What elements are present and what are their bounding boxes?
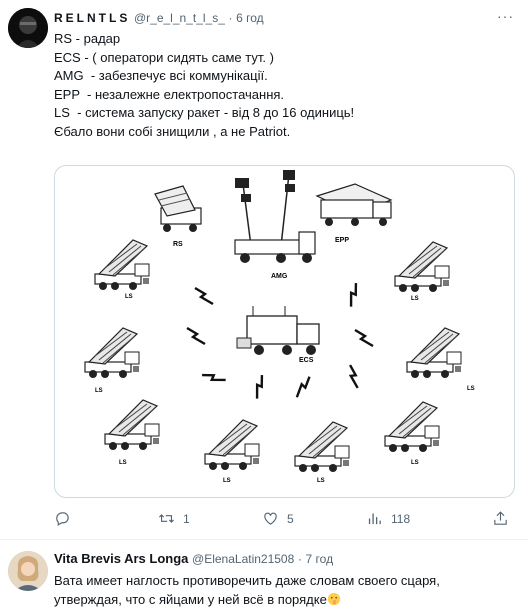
avatar-image (8, 8, 48, 48)
reply-line-2: утверждая, что с яйцами у ней всё в поря… (54, 590, 514, 609)
tweet-line: RS - радар (54, 31, 121, 46)
tweet-line: LS - система запуску ракет - від 8 до 16… (54, 105, 355, 120)
reply-line-text: утверждая, что с яйцами у ней всё в поря… (54, 592, 327, 607)
avatar-image (8, 551, 48, 591)
launcher-drawings: LS LS LS LS LS LS LS LS (84, 239, 475, 484)
ls-label: LS (411, 460, 419, 466)
views-count: 118 (391, 511, 411, 526)
author-avatar[interactable] (8, 8, 48, 48)
separator-dot: · (228, 11, 233, 25)
like-count: 5 (287, 511, 294, 526)
reply-icon (56, 512, 69, 526)
tweet-text: RS - радар ECS - ( оператори сидять саме… (54, 30, 514, 141)
ls-label: LS (317, 478, 325, 484)
author-handle[interactable]: @r_e_l_n_t_l_s_ (133, 11, 225, 25)
retweet-count: 1 (183, 511, 190, 526)
reply-line: Вата имеет наглость противоречить даже с… (54, 573, 440, 588)
share-icon (494, 511, 507, 525)
ecs-drawing: ECS (236, 306, 320, 364)
retweet-icon (159, 514, 174, 523)
shushing-face-emoji-icon (327, 592, 340, 606)
tweet-line: Єбало вони собі знищили , а не Patriot. (54, 123, 291, 139)
tweet-header: RELNTLS @r_e_l_n_t_l_s_ · 6 год (54, 10, 264, 25)
epp-label: EPP (335, 237, 349, 244)
tweet-image[interactable]: RS AMG (54, 165, 515, 498)
amg-label: AMG (271, 273, 288, 280)
ls-label: LS (95, 388, 103, 394)
reply-tweet[interactable]: Vita Brevis Ars Longa @ElenaLatin21508 ·… (0, 541, 528, 615)
rs-label: RS (173, 241, 183, 248)
epp-drawing: EPP (315, 183, 393, 244)
patriot-system-diagram: RS AMG (84, 170, 475, 484)
ls-label: LS (467, 386, 475, 392)
ls-label: LS (119, 460, 127, 466)
reply-header: Vita Brevis Ars Longa @ElenaLatin21508 ·… (54, 551, 333, 566)
ls-label: LS (125, 294, 133, 300)
ls-label: LS (411, 296, 419, 302)
share-button[interactable] (492, 510, 509, 527)
tweet-line: ECS - ( оператори сидять саме тут. ) (54, 49, 274, 65)
amg-drawing: AMG (234, 170, 316, 280)
reply-text: Вата имеет наглость противоречить даже с… (54, 571, 514, 609)
tweet-actions: 1 5 118 (54, 510, 514, 532)
tweet[interactable]: RELNTLS @r_e_l_n_t_l_s_ · 6 год ··· RS -… (0, 0, 528, 540)
reply-author-name[interactable]: Vita Brevis Ars Longa (54, 551, 189, 566)
views-button[interactable]: 118 (366, 510, 410, 527)
reply-time[interactable]: 7 год (305, 552, 334, 566)
separator-dot: · (297, 552, 302, 566)
reply-author-handle[interactable]: @ElenaLatin21508 (192, 552, 295, 566)
rs-radar-drawing: RS (154, 185, 202, 248)
tweet-line: EPP - незалежне електропостачання. (54, 86, 285, 102)
reply-author-avatar[interactable] (8, 551, 48, 591)
tweet-line: AMG - забезпечує всі коммунікації. (54, 68, 268, 83)
views-chart-icon (368, 513, 381, 525)
author-name[interactable]: RELNTLS (54, 11, 131, 25)
retweet-button[interactable]: 1 (158, 510, 190, 527)
ecs-label: ECS (299, 357, 314, 364)
reply-button[interactable] (54, 510, 79, 527)
heart-icon (264, 512, 277, 525)
like-button[interactable]: 5 (262, 510, 294, 527)
tweet-time[interactable]: 6 год (236, 11, 264, 25)
ls-label: LS (223, 478, 231, 484)
more-options-icon[interactable]: ··· (497, 8, 514, 24)
